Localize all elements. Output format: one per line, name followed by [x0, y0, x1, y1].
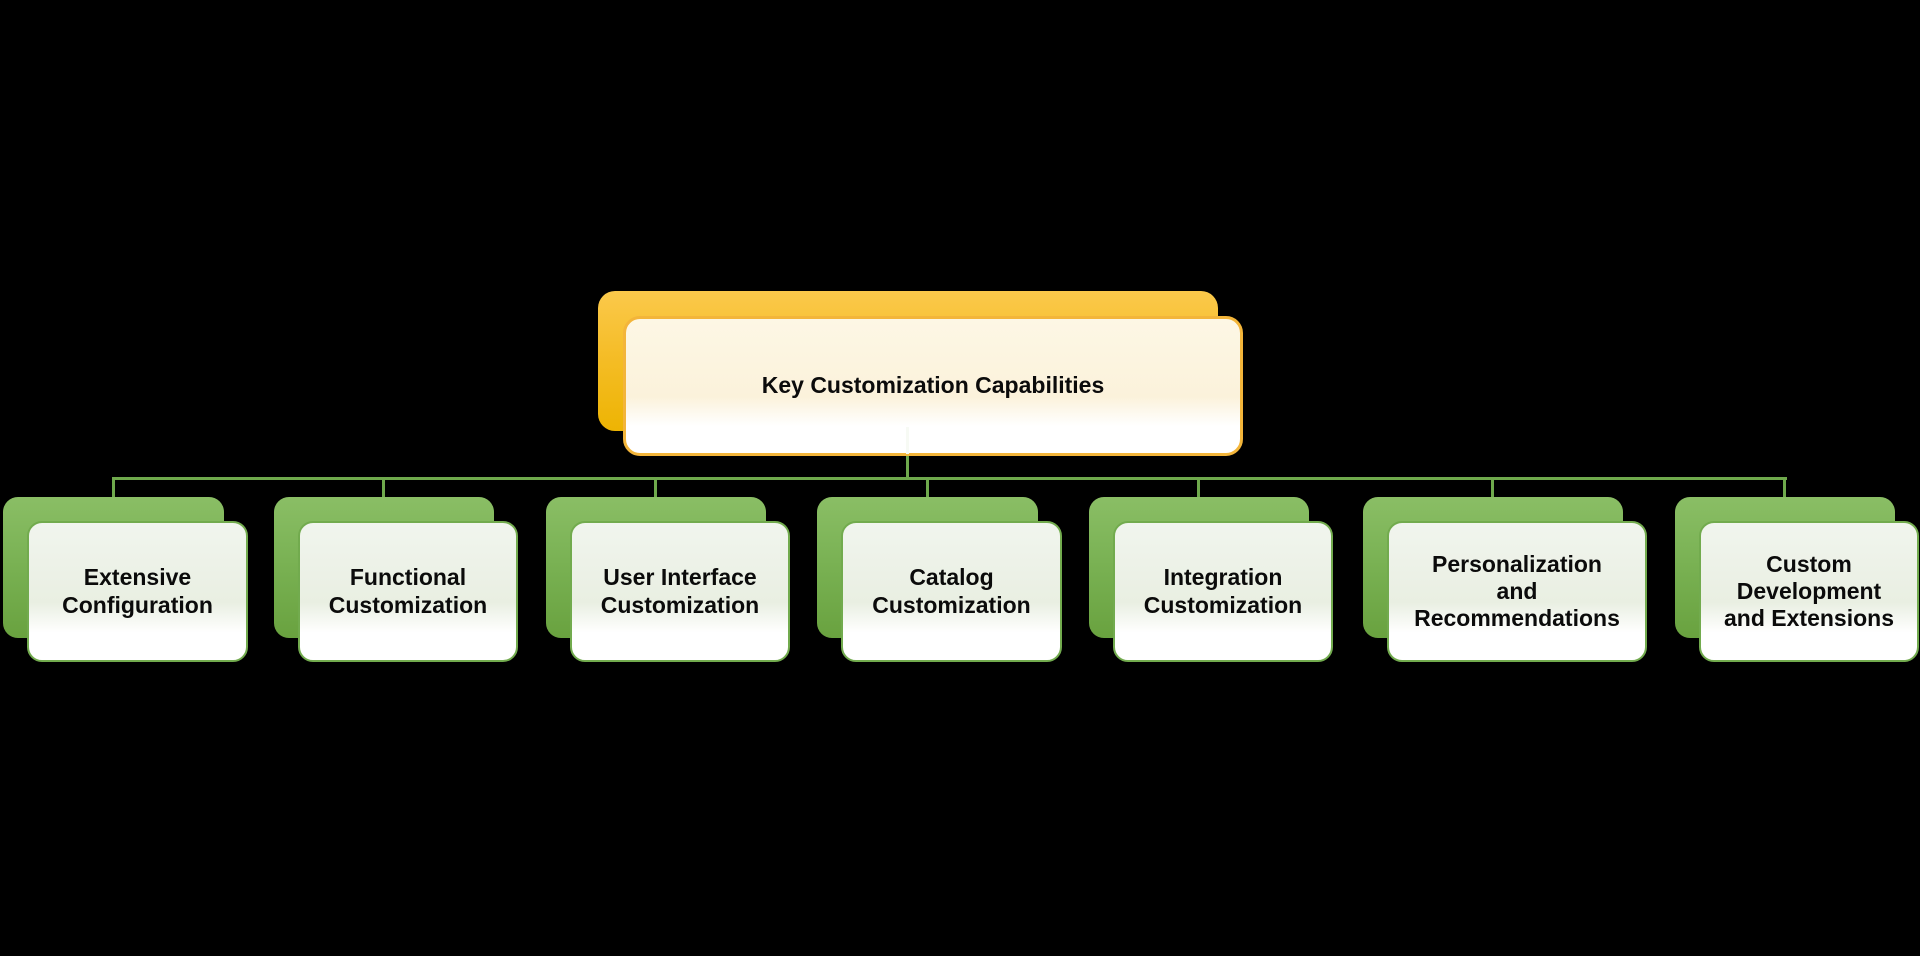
connector-child-drop-5 — [1197, 477, 1200, 499]
child-node-functional-customization: Functional Customization — [274, 497, 518, 662]
child-node-card: Catalog Customization — [841, 521, 1062, 662]
child-node-custom-development-extensions: Custom Development and Extensions — [1675, 497, 1919, 662]
child-node-card: Extensive Configuration — [27, 521, 248, 662]
connector-child-drop-3 — [654, 477, 657, 499]
connector-child-drop-1 — [112, 477, 115, 499]
connector-root-drop — [906, 453, 909, 480]
child-node-card: User Interface Customization — [570, 521, 790, 662]
child-node-label: Functional Customization — [328, 564, 488, 618]
child-node-card: Personalization and Recommendations — [1387, 521, 1647, 662]
child-node-label: User Interface Customization — [600, 564, 760, 618]
connector-child-drop-2 — [382, 477, 385, 499]
root-node-label: Key Customization Capabilities — [761, 372, 1105, 399]
child-node-card: Functional Customization — [298, 521, 518, 662]
child-node-label: Personalization and Recommendations — [1414, 550, 1620, 632]
child-node-label: Catalog Customization — [872, 564, 1031, 618]
child-node-label: Integration Customization — [1143, 564, 1303, 618]
child-node-catalog-customization: Catalog Customization — [817, 497, 1062, 662]
connector-child-drop-4 — [926, 477, 929, 499]
child-node-personalization-recommendations: Personalization and Recommendations — [1363, 497, 1647, 662]
connector-root-inner-stub — [906, 427, 909, 454]
child-node-extensive-configuration: Extensive Configuration — [3, 497, 248, 662]
connector-child-drop-6 — [1491, 477, 1494, 499]
child-node-label: Custom Development and Extensions — [1724, 550, 1894, 632]
child-node-integration-customization: Integration Customization — [1089, 497, 1333, 662]
child-node-card: Custom Development and Extensions — [1699, 521, 1919, 662]
child-node-label: Extensive Configuration — [62, 564, 213, 618]
connector-horizontal-line — [112, 477, 1787, 480]
root-node-card: Key Customization Capabilities — [623, 316, 1243, 456]
child-node-card: Integration Customization — [1113, 521, 1333, 662]
connector-child-drop-7 — [1783, 477, 1786, 499]
root-node: Key Customization Capabilities — [598, 291, 1243, 456]
child-node-user-interface-customization: User Interface Customization — [546, 497, 790, 662]
